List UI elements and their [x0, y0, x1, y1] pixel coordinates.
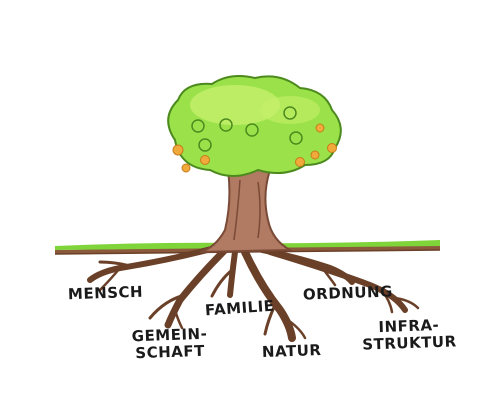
roots	[87, 245, 420, 342]
root-label-ordnung: ORDNUNG	[302, 282, 394, 304]
root-label-mensch: MENSCH	[67, 282, 144, 304]
apple-outlines	[191, 106, 303, 152]
root-label-gemeinschaft: GEMEIN- SCHAFT	[131, 324, 208, 363]
root-label-natur: NATUR	[261, 340, 322, 362]
apples	[172, 123, 337, 173]
canopy	[167, 75, 342, 177]
root-label-infrastruktur: INFRA- STRUKTUR	[361, 315, 457, 354]
